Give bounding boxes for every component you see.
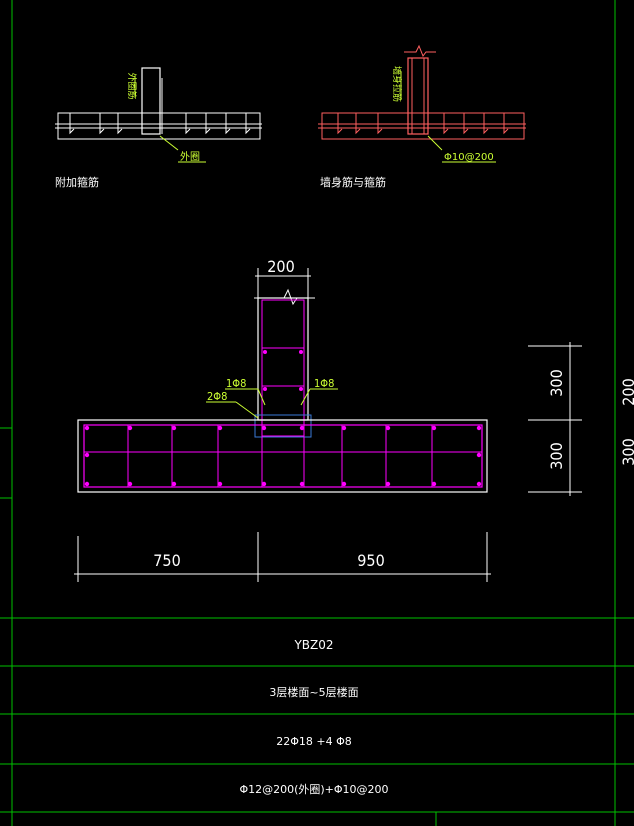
table-row-name: YBZ02 [293,638,333,652]
table-row-longitudinal: 22Φ18 +4 Φ8 [276,735,352,748]
table-row-elevation: 3层楼面~5层楼面 [269,685,358,699]
info-table: YBZ02 3层楼面~5层楼面 22Φ18 +4 Φ8 Φ12@200(外圈)+… [239,638,388,796]
detail-right-caption: 墙身筋与箍筋 [320,175,386,189]
detail-right-callout: Φ10@200 [444,152,494,163]
dim-right: 950 [357,551,384,570]
dim-v-upper: 300 [547,369,566,396]
edge-label: 200 [619,378,634,405]
detail-left-vertical-label: 外圈筋 [126,72,138,99]
rebar-label-2: 1Φ8 [314,377,334,390]
rebar-label-3: 2Φ8 [207,390,227,403]
edge-label-2: 300 [619,438,634,465]
detail-right: 墙身拉筋 Φ10@200 墙身筋与箍筋 [318,44,526,189]
dim-top: 200 [267,257,294,276]
detail-right-vertical-label: 墙身拉筋 [391,66,403,102]
detail-left-callout: 外圈 [180,151,200,163]
dim-left: 750 [153,551,180,570]
rebar-label-1: 1Φ8 [226,377,246,390]
dim-v-lower: 300 [547,442,566,469]
detail-left-caption: 附加箍筋 [55,175,99,189]
wall-section: 200 1Φ8 1Φ8 2Φ8 [74,257,634,582]
detail-left: 外圈筋 外圈 附加箍筋 [55,67,262,189]
table-row-stirrups: Φ12@200(外圈)+Φ10@200 [239,783,388,796]
